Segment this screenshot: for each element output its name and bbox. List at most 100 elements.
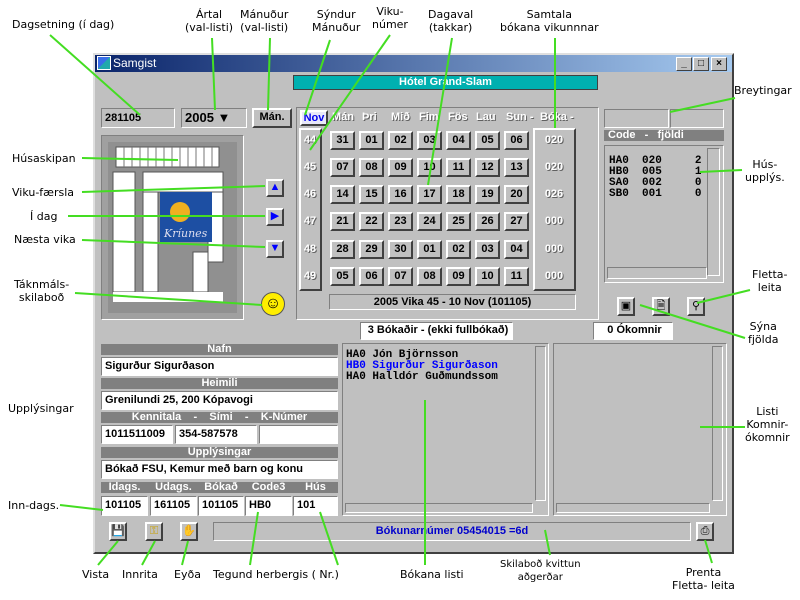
week-number[interactable]: 46 [303, 188, 317, 200]
day-button[interactable]: 16 [388, 185, 413, 204]
annotation-breytingar: Breytingar [734, 84, 792, 97]
day-button[interactable]: 03 [475, 240, 500, 259]
minimize-button[interactable]: _ [676, 57, 692, 71]
day-button[interactable]: 05 [330, 267, 355, 286]
chevron-down-icon[interactable]: ▼ [217, 110, 231, 125]
k-number-field[interactable] [259, 425, 338, 444]
arrived-list-hscrollbar[interactable] [556, 503, 710, 513]
dates-field[interactable]: 101 [293, 496, 338, 516]
today-button[interactable]: ▶ [266, 208, 284, 226]
week-number[interactable]: 47 [303, 215, 317, 227]
show-count-button[interactable]: ▣ [617, 297, 635, 316]
booking-list-item[interactable]: HA0 Jón Björnsson [346, 349, 459, 361]
day-button[interactable]: 07 [330, 158, 355, 177]
close-button[interactable]: × [711, 57, 727, 71]
week-number[interactable]: 48 [303, 243, 317, 255]
day-header: Mið [391, 111, 410, 123]
annotation-samtala: Samtala bókana vikunnnar [500, 8, 599, 34]
day-button[interactable]: 10 [417, 158, 442, 177]
dates-column-label: Bókað [204, 481, 238, 493]
week-booking-total: 026 [544, 188, 564, 200]
day-button[interactable]: 20 [504, 185, 529, 204]
previous-week-button[interactable]: ▲ [266, 179, 284, 197]
day-button[interactable]: 21 [330, 212, 355, 231]
annotation-taknmals: Táknmáls- skilaboð [14, 278, 70, 304]
day-button[interactable]: 14 [330, 185, 355, 204]
year-select[interactable]: 2005 ▼ [181, 108, 247, 128]
annotation-idag: Í dag [30, 210, 58, 223]
svg-text:Kríunes: Kríunes [163, 227, 208, 240]
booking-list-item[interactable]: HA0 Halldór Guðmundssom [346, 371, 498, 383]
month-button[interactable]: Mán. [252, 108, 292, 128]
day-button[interactable]: 01 [359, 131, 384, 150]
day-button[interactable]: 30 [388, 240, 413, 259]
week-number[interactable]: 49 [303, 270, 317, 282]
name-field[interactable]: Sigurður Sigurðason [101, 357, 338, 376]
day-button[interactable]: 23 [388, 212, 413, 231]
dates-field[interactable]: 101105 [198, 496, 244, 516]
day-button[interactable]: 29 [359, 240, 384, 259]
dates-field[interactable]: 161105 [150, 496, 197, 516]
day-button[interactable]: 18 [446, 185, 471, 204]
address-field[interactable]: Grenilundi 25, 200 Kópavogi [101, 391, 338, 410]
annotation-flettaleita: Fletta- leita [752, 268, 788, 294]
day-button[interactable]: 31 [330, 131, 355, 150]
day-button[interactable]: 11 [446, 158, 471, 177]
day-button[interactable]: 26 [475, 212, 500, 231]
day-button[interactable]: 28 [330, 240, 355, 259]
day-button[interactable]: 11 [504, 267, 529, 286]
day-button[interactable]: 01 [417, 240, 442, 259]
day-button[interactable]: 09 [446, 267, 471, 286]
arrived-list-vscrollbar[interactable] [712, 346, 723, 501]
day-button[interactable]: 17 [417, 185, 442, 204]
next-week-button[interactable]: ▼ [266, 240, 284, 258]
day-button[interactable]: 10 [475, 267, 500, 286]
day-button[interactable]: 06 [359, 267, 384, 286]
day-button[interactable]: 12 [475, 158, 500, 177]
document-button[interactable]: 🗎 [652, 297, 670, 316]
booking-list-item[interactable]: HB0 Sigurður Sigurðason [346, 360, 498, 372]
booking-list-hscrollbar[interactable] [345, 503, 533, 513]
week-number[interactable]: 45 [303, 161, 317, 173]
day-button[interactable]: 09 [388, 158, 413, 177]
day-button[interactable]: 02 [446, 240, 471, 259]
day-button[interactable]: 27 [504, 212, 529, 231]
annotation-bokanalisti: Bókana listi [400, 568, 464, 581]
day-button[interactable]: 13 [504, 158, 529, 177]
room-info-vscrollbar[interactable] [707, 148, 720, 276]
dates-column-label: Udags. [155, 481, 192, 493]
booking-list-vscrollbar[interactable] [535, 346, 546, 501]
delete-button[interactable]: ✋ [180, 522, 198, 541]
day-button[interactable]: 08 [417, 267, 442, 286]
day-button[interactable]: 03 [417, 131, 442, 150]
dates-column-label: Code3 [251, 481, 286, 493]
kennitala-field[interactable]: 1011511009 [101, 425, 173, 444]
day-button[interactable]: 25 [446, 212, 471, 231]
week-number[interactable]: 44 [303, 134, 317, 146]
day-button[interactable]: 06 [504, 131, 529, 150]
info-field[interactable]: Bókað FSU, Kemur með barn og konu [101, 460, 338, 479]
id-phone-label: Kennitala - Sími - K-Númer [101, 412, 338, 423]
print-button[interactable]: ⎙ [696, 522, 714, 541]
day-button[interactable]: 05 [475, 131, 500, 150]
search-button[interactable]: ⚲ [687, 297, 705, 316]
arrived-list[interactable] [553, 343, 727, 516]
dates-field[interactable]: HB0 [245, 496, 292, 516]
day-button[interactable]: 19 [475, 185, 500, 204]
day-button[interactable]: 08 [359, 158, 384, 177]
dates-field[interactable]: 101105 [101, 496, 148, 516]
day-button[interactable]: 22 [359, 212, 384, 231]
day-button[interactable]: 04 [446, 131, 471, 150]
maximize-button[interactable]: □ [693, 57, 709, 71]
calendar-caption: 2005 Vika 45 - 10 Nov (101105) [329, 294, 576, 310]
save-button[interactable]: 💾 [109, 522, 127, 541]
day-button[interactable]: 24 [417, 212, 442, 231]
day-button[interactable]: 07 [388, 267, 413, 286]
day-button[interactable]: 04 [504, 240, 529, 259]
day-button[interactable]: 15 [359, 185, 384, 204]
phone-field[interactable]: 354-587578 [175, 425, 257, 444]
room-info-hscrollbar[interactable] [607, 267, 707, 279]
day-button[interactable]: 02 [388, 131, 413, 150]
check-in-button[interactable]: ⚿ [145, 522, 163, 541]
